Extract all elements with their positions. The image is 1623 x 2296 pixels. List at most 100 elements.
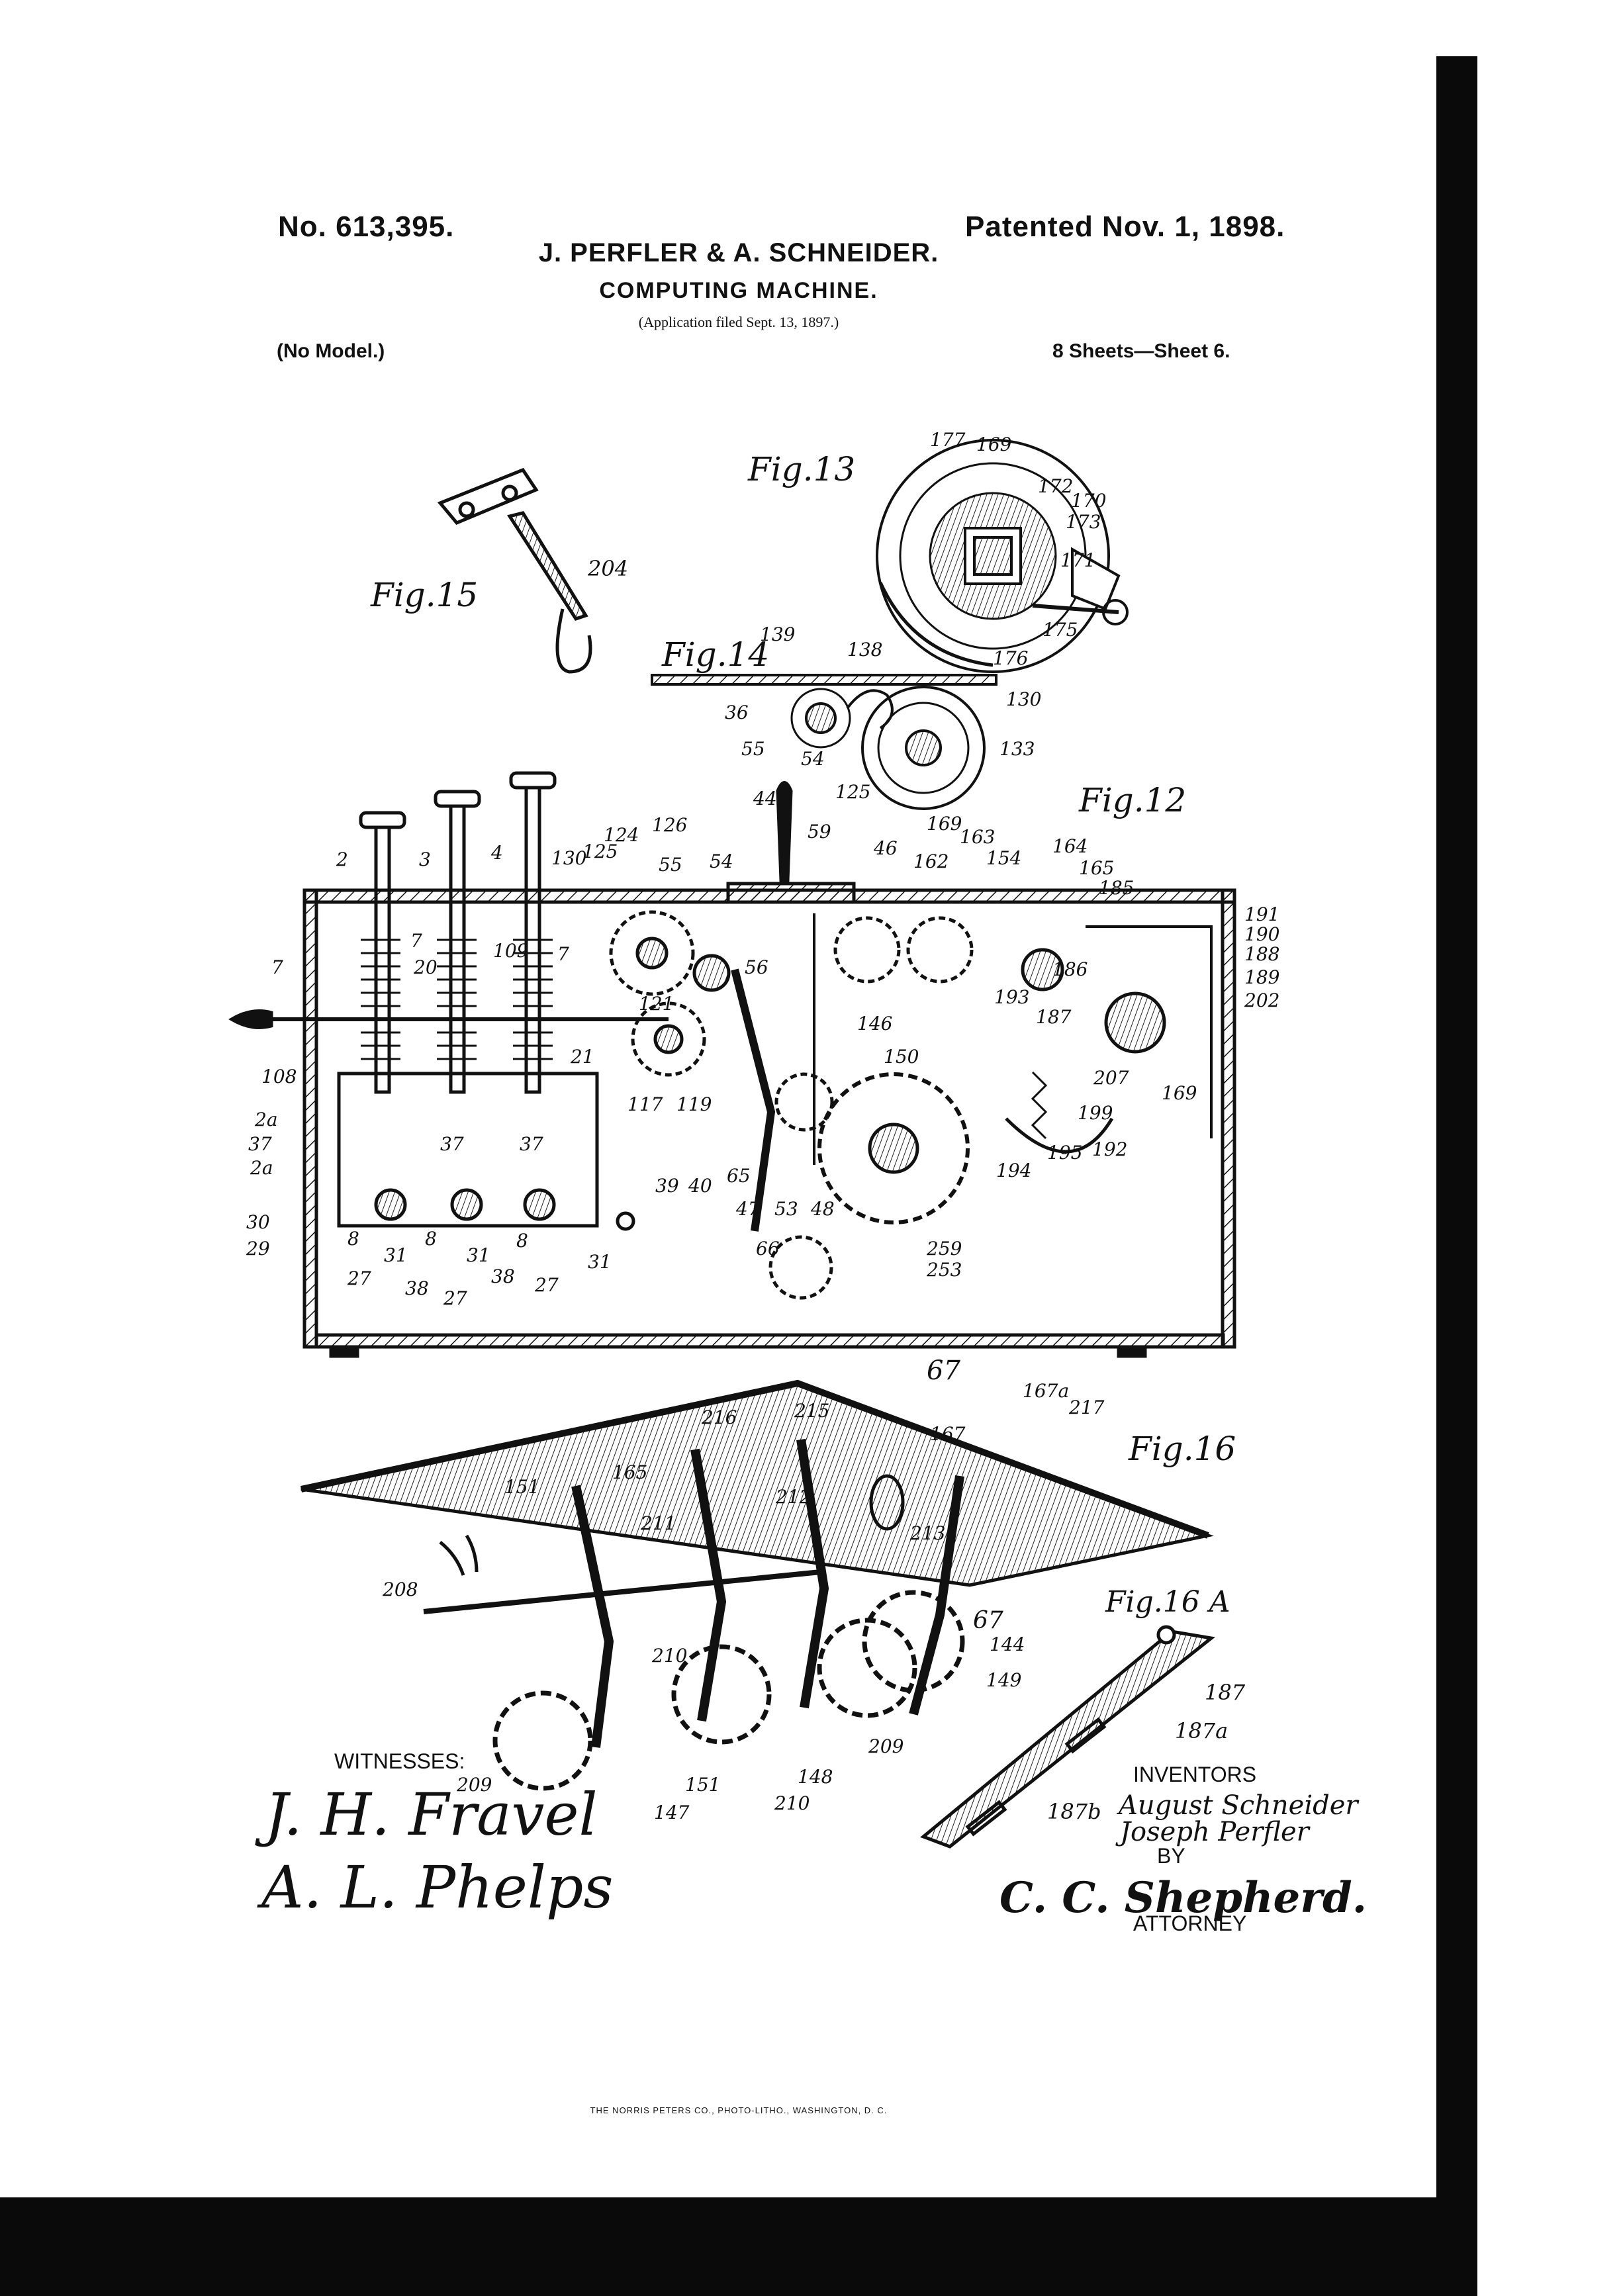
sheet-count: 8 Sheets—Sheet 6. — [1052, 340, 1230, 362]
ref-label: 7 — [271, 956, 283, 978]
ref-label: 108 — [261, 1066, 297, 1087]
ref-label: 117 — [627, 1093, 663, 1115]
ref-label: 7 — [557, 943, 569, 965]
ref-label: 54 — [801, 748, 825, 770]
ref-label: 55 — [659, 854, 682, 876]
ref-label: 165 — [612, 1461, 648, 1483]
ref-label: 167 — [930, 1423, 966, 1445]
ref-label: 8 — [516, 1230, 528, 1252]
ref-label: 38 — [405, 1277, 429, 1299]
ref-label: 173 — [1066, 511, 1101, 533]
ref-label: 149 — [986, 1669, 1022, 1691]
by-label: BY — [1157, 1844, 1185, 1868]
ref-label: 55 — [741, 738, 765, 760]
ref-label: 146 — [857, 1013, 893, 1034]
ref-label: 215 — [794, 1400, 830, 1422]
ref-label: 185 — [1099, 877, 1135, 899]
ref-label: 54 — [710, 850, 733, 872]
ref-label: 46 — [874, 837, 898, 859]
model-note: (No Model.) — [277, 340, 385, 362]
ref-label: 125 — [582, 841, 618, 862]
witness-signature-2: A. L. Phelps — [261, 1853, 614, 1921]
ref-label: 53 — [774, 1198, 798, 1220]
ref-label: 27 — [535, 1274, 559, 1296]
ref-label: 209 — [457, 1774, 492, 1796]
ref-label: 210 — [652, 1645, 688, 1667]
inventor-signature-2: Joseph Perfler — [1120, 1817, 1309, 1847]
fig13-label: Fig.13 — [748, 450, 856, 488]
ref-label: 191 — [1244, 903, 1280, 925]
witness-signature-1: J. H. Fravel — [265, 1780, 598, 1849]
ref-label: 67 — [927, 1355, 960, 1386]
ref-label: 37 — [248, 1133, 272, 1155]
ref-label: 59 — [808, 821, 831, 843]
ref-label: 138 — [847, 639, 883, 661]
ref-label: 211 — [641, 1512, 676, 1534]
fig13-drawing — [876, 439, 1129, 673]
inventor-signature-1: August Schneider — [1119, 1790, 1358, 1821]
ref-label: 195 — [1047, 1142, 1083, 1164]
ref-label: 27 — [348, 1267, 371, 1289]
ref-label: 2a — [250, 1157, 273, 1179]
ref-label: 194 — [996, 1160, 1032, 1181]
ref-label: 21 — [571, 1046, 594, 1068]
ref-label: 144 — [990, 1633, 1025, 1655]
ref-label: 253 — [927, 1259, 962, 1281]
ref-label: 259 — [927, 1238, 962, 1260]
scan-edge-bottom — [0, 2197, 1477, 2296]
ref-label: 38 — [491, 1265, 515, 1287]
ref-label: 2a — [255, 1109, 278, 1130]
fig16a-label: Fig.16 A — [1105, 1585, 1230, 1619]
ref-label: 164 — [1052, 835, 1088, 857]
ref-label: 40 — [688, 1175, 712, 1197]
ref-label: 208 — [383, 1579, 418, 1600]
application-date: (Application filed Sept. 13, 1897.) — [638, 314, 839, 330]
ref-label: 20 — [414, 956, 438, 978]
fig16-drawing — [300, 1379, 1215, 1791]
ref-label: 199 — [1078, 1102, 1113, 1124]
ref-label: 36 — [725, 702, 749, 723]
ref-label: 148 — [798, 1766, 833, 1788]
ref-label: 169 — [927, 813, 962, 835]
ref-label: 162 — [913, 850, 949, 872]
ref-label: 170 — [1071, 490, 1107, 512]
fig16-label: Fig.16 — [1129, 1430, 1236, 1468]
ref-label: 187a — [1175, 1718, 1229, 1743]
ref-label: 47 — [736, 1198, 760, 1220]
ref-label: 29 — [246, 1238, 270, 1260]
patent-number: No. 613,395. — [278, 210, 455, 243]
ref-label: 119 — [676, 1093, 712, 1115]
ref-label: 66 — [756, 1238, 780, 1260]
ref-label: 186 — [1052, 958, 1088, 980]
ref-label: 151 — [685, 1774, 721, 1796]
ref-label: 31 — [467, 1244, 490, 1266]
ref-label: 165 — [1079, 857, 1115, 879]
ref-label: 8 — [348, 1228, 359, 1250]
ref-label: 124 — [604, 824, 639, 846]
ref-label: 27 — [443, 1287, 467, 1309]
fig14-label: Fig.14 — [662, 635, 770, 674]
ref-label: 39 — [655, 1175, 679, 1197]
printer-imprint: THE NORRIS PETERS CO., PHOTO-LITHO., WAS… — [590, 2105, 888, 2115]
fig15-drawing — [437, 467, 592, 674]
ref-label: 121 — [639, 993, 674, 1015]
ref-label: 188 — [1244, 943, 1280, 965]
ref-label: 217 — [1069, 1397, 1105, 1418]
ref-label: 172 — [1038, 475, 1074, 497]
ref-label: 204 — [588, 556, 629, 581]
fig16a-drawing — [920, 1625, 1215, 1849]
ref-label: 150 — [884, 1046, 919, 1068]
ref-label: 147 — [654, 1802, 690, 1823]
ref-label: 126 — [652, 814, 688, 836]
patented-date: Patented Nov. 1, 1898. — [965, 210, 1285, 243]
ref-label: 169 — [976, 434, 1012, 455]
ref-label: 171 — [1060, 549, 1096, 571]
ref-label: 133 — [999, 738, 1035, 760]
patent-title: COMPUTING MACHINE. — [599, 278, 878, 303]
ref-label: 109 — [493, 940, 529, 962]
ref-label: 209 — [868, 1735, 904, 1757]
inventors-header: J. PERFLER & A. SCHNEIDER. — [538, 238, 939, 267]
fig14-drawing — [651, 674, 997, 810]
ref-label: 187 — [1205, 1680, 1246, 1705]
ref-label: 3 — [419, 849, 431, 870]
